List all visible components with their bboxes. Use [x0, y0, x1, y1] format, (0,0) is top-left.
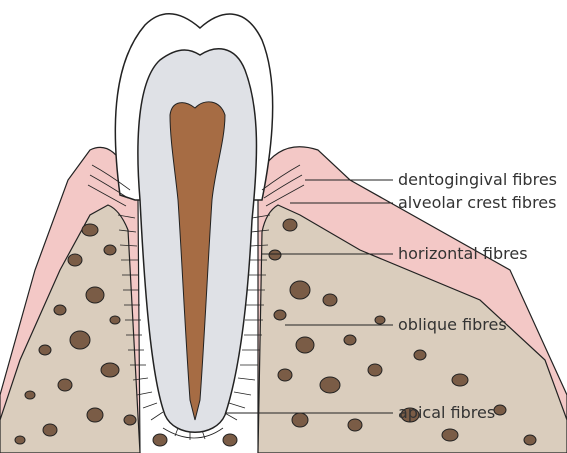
label-horizontal-fibres: horizontal fibres: [398, 244, 528, 264]
label-apical-fibres: apical fibres: [398, 403, 495, 423]
label-alveolar-crest-fibres: alveolar crest fibres: [398, 193, 556, 213]
label-oblique-fibres: oblique fibres: [398, 315, 507, 335]
label-dentogingival-fibres: dentogingival fibres: [398, 170, 557, 190]
